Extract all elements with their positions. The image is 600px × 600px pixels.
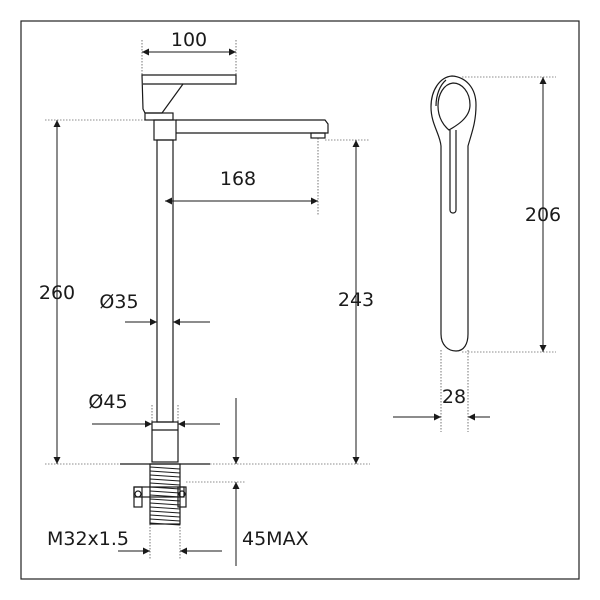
- thread-line: [149, 510, 181, 514]
- dim-spout-reach: 168: [165, 138, 319, 215]
- dim-handle-width: 28: [393, 350, 490, 432]
- threaded-shank: [133, 463, 187, 526]
- dim-top-width: 100: [141, 29, 237, 75]
- label-top-width: 100: [171, 29, 207, 51]
- label-body-diameter: Ø35: [99, 291, 138, 313]
- dim-thread: M32x1.5: [47, 524, 222, 560]
- thread-line: [149, 498, 181, 502]
- handle-lever: [141, 74, 237, 114]
- thread-line: [149, 522, 181, 526]
- label-max-thread-length: 45MAX: [242, 528, 309, 550]
- thread-line: [149, 466, 181, 470]
- label-spout-reach: 168: [220, 168, 256, 190]
- label-spout-height: 243: [338, 289, 374, 311]
- thread-line: [149, 506, 181, 510]
- spout: [176, 119, 329, 134]
- handle-outline: [430, 75, 477, 352]
- thread-line: [149, 482, 181, 486]
- label-handle-width: 28: [442, 386, 466, 408]
- thread-line: [149, 502, 181, 506]
- label-thread: M32x1.5: [47, 528, 129, 550]
- thread-line: [149, 470, 181, 474]
- dim-handle-height: 206: [462, 76, 561, 353]
- handle-cap: [144, 112, 174, 121]
- dim-base-diameter: Ø45: [88, 391, 220, 428]
- dim-body-diameter: Ø35: [99, 291, 210, 326]
- label-total-height: 260: [39, 282, 75, 304]
- faucet-front-view: [120, 74, 329, 465]
- dim-max-thread-length: 45MAX: [186, 398, 309, 566]
- handle-side-view: [430, 75, 477, 352]
- handle-slot: [449, 130, 457, 214]
- body-column: [156, 139, 174, 423]
- aerator: [310, 132, 326, 139]
- thread-line: [149, 514, 181, 518]
- label-base-diameter: Ø45: [88, 391, 127, 413]
- dim-total-height: 260: [39, 119, 145, 465]
- thread-line: [149, 490, 181, 494]
- thread-line: [149, 518, 181, 522]
- drawing-frame: [20, 20, 580, 580]
- body-collar: [153, 119, 177, 141]
- label-handle-height: 206: [525, 204, 561, 226]
- handle-inner-ring: [437, 82, 471, 131]
- dim-spout-height: 243: [210, 139, 374, 465]
- thread-line: [149, 478, 181, 482]
- thread-line: [149, 474, 181, 478]
- base-ring: [151, 421, 179, 463]
